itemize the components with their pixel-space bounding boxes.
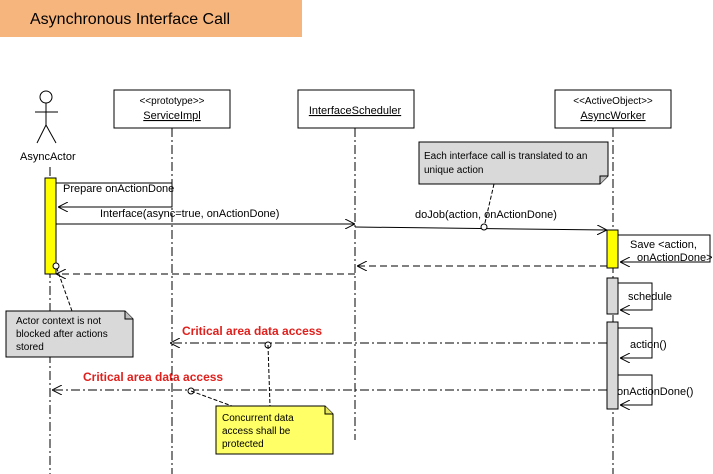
msg-schedule-arrow [618,282,653,310]
worker-stereotype: <<ActiveObject>> [573,96,653,107]
note-concurrent-line-2: access shall be [222,426,291,437]
service-stereotype: <<prototype>> [139,96,204,107]
msg-action-arrow [618,327,653,358]
note-actor-context-line-1: Actor context is not [16,316,101,327]
note-actor-context-anchor [52,262,60,270]
actor-name: AsyncActor [20,151,76,163]
note-concurrent-line-3: protected [222,439,264,450]
note-translation-line-2: unique action [424,165,484,176]
activation-worker-actions [606,321,619,410]
note-actor-context-connector [55,265,73,312]
note-actor-context-line-2: blocked after actions [16,329,108,340]
activation-worker-save [606,229,619,269]
note-concurrent: Concurrent data access shall be protecte… [215,405,334,455]
title-banner [0,0,302,37]
participant-worker: <<ActiveObject>> AsyncWorker [554,89,672,129]
scheduler-name: InterfaceScheduler [309,105,402,117]
msg-prepare-arrow [56,182,173,207]
activation-worker-schedule [606,277,619,315]
critical-access-actor-label: Critical area data access [83,370,223,384]
participant-scheduler: InterfaceScheduler [297,89,415,129]
msg-dojob-label: doJob(action, onActionDone) [415,209,557,221]
critical-access-service-label: Critical area data access [182,324,322,338]
note-actor-context-line-3: stored [16,342,44,353]
msg-interface-label: Interface(async=true, onActionDone) [100,208,279,220]
note-translation-connector [483,183,495,228]
service-name: ServiceImpl [143,110,200,122]
msg-save-label-1: Save <action, [630,239,697,251]
note-translation-line-1: Each interface call is translated to an [424,151,587,162]
msg-save-label-2: onActionDone> [637,252,713,264]
msg-schedule-label: schedule [628,291,672,303]
msg-onactiondone-arrow [618,374,653,405]
diagram-title: Asynchronous Interface Call [30,11,230,28]
note-concurrent-connector-2 [190,390,233,407]
msg-onactiondone-label: onActionDone() [617,386,693,398]
msg-action-label: action() [630,339,667,351]
note-actor-context: Actor context is not blocked after actio… [5,310,134,358]
msg-save-arrow [618,234,711,262]
worker-name: AsyncWorker [580,110,646,122]
note-translation: Each interface call is translated to an … [418,141,609,185]
msg-prepare-label: Prepare onActionDone [63,183,174,195]
activation-actor [44,177,57,275]
participant-service: <<prototype>> ServiceImpl [113,89,231,129]
note-concurrent-connector-1 [267,344,271,407]
note-translation-anchor [480,223,488,231]
stick-figure-icon [35,90,58,144]
note-concurrent-line-1: Concurrent data [222,413,294,424]
